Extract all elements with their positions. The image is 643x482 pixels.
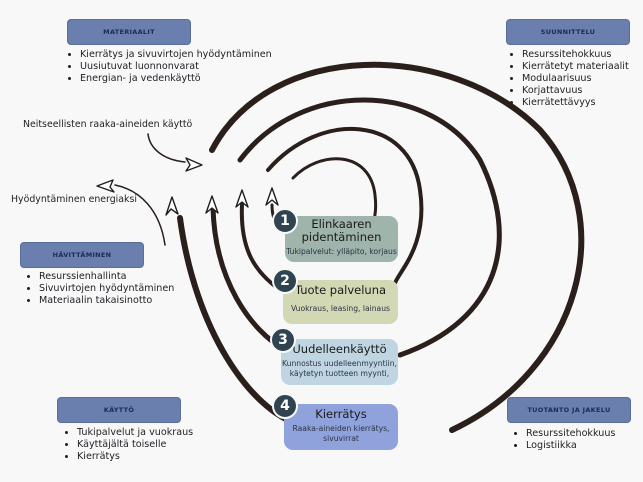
step-4-card: Kierrätys Raaka-aineiden kierrätys, sivu… [284,404,398,450]
list-item: Sivuvirtojen hyödyntäminen [39,283,174,295]
list-item: Energian- ja vedenkäyttö [80,73,272,85]
list-item: Resurssitehokkuus [526,428,615,440]
loop-3-outer [237,97,502,358]
suunnittelu-header: SUUNNITTELU [506,19,630,45]
list-item: Kierrätettävyys [522,97,629,109]
energy-recovery-label: Hyödyntäminen energiaksi [11,194,137,205]
loop-2-outer [266,126,424,285]
energy-arrow-line [114,184,166,246]
list-item: Modulaarisuus [522,73,629,85]
materiaalit-list: Kierrätys ja sivuvirtojen hyödyntäminen … [66,49,272,85]
step-subtitle: Tukipalvelut: ylläpito, korjaus [286,247,397,256]
step-title: Elinkaaren pidentäminen [301,217,382,244]
list-item: Käyttäjältä toiselle [77,439,193,451]
energy-arrowhead [96,179,115,193]
tuotanto-list: Resurssitehokkuus Logistiikka [512,428,615,452]
list-item: Korjattavuus [522,85,629,97]
step-subtitle: Kunnostus uudelleenmyyntiin, käytetyn tu… [282,359,397,378]
step-1-number: 1 [272,208,298,234]
step-4-number: 4 [272,393,298,419]
step-1-card: Elinkaaren pidentäminen Tukipalvelut: yl… [285,216,398,262]
step-3-number: 3 [270,327,296,353]
virgin-arrow-line [147,133,186,163]
step-title: Kierrätys [315,407,367,421]
step-subtitle: Vuokraus, leasing, lainaus [291,304,390,313]
arrowhead-2 [235,189,249,208]
kaytto-header: KÄYTTÖ [57,397,181,423]
virgin-arrowhead [185,157,203,172]
list-item: Logistiikka [526,440,615,452]
step-3-card: Uudelleenkäyttö Kunnostus uudelleenmyynt… [281,339,398,385]
step-2-number: 2 [272,268,298,294]
tuotanto-header: TUOTANTO JA JAKELU [507,397,631,423]
havittaminen-header: HÄVITTÄMINEN [20,242,144,268]
list-item: Tukipalvelut ja vuokraus [77,427,193,439]
suunnittelu-list: Resurssitehokkuus Kierrätetyt materiaali… [508,49,629,109]
virgin-materials-label: Neitseellisten raaka-aineiden käyttö [23,119,193,130]
step-subtitle: Raaka-aineiden kierrätys, sivuvirrat [292,424,390,443]
havittaminen-list: Resurssienhallinta Sivuvirtojen hyödyntä… [25,271,174,307]
step-2-card: Tuote palveluna Vuokraus, leasing, laina… [283,280,398,324]
arrowhead-3 [205,195,219,214]
list-item: Resurssitehokkuus [522,49,629,61]
materiaalit-header: MATERIAALIT [67,19,191,45]
kaytto-list: Tukipalvelut ja vuokraus Käyttäjältä toi… [63,427,193,463]
list-item: Kierrätys [77,451,193,463]
list-item: Kierrätys ja sivuvirtojen hyödyntäminen [80,49,272,61]
list-item: Materiaalin takaisinotto [39,295,174,307]
step-title: Uudelleenkäyttö [292,342,387,356]
step-title: Tuote palveluna [294,283,387,297]
arrowhead-4 [165,196,179,216]
list-item: Uusiutuvat luonnonvarat [80,61,272,73]
arrowhead-1 [265,187,279,206]
list-item: Kierrätetyt materiaalit [522,61,629,73]
list-item: Resurssienhallinta [39,271,174,283]
loop-4-outer [209,61,585,433]
